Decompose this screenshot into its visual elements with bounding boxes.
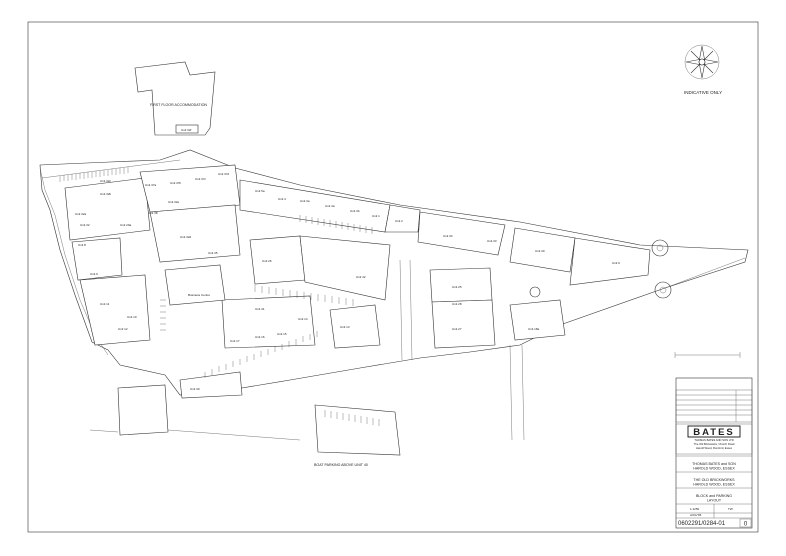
parking-strip-north xyxy=(41,159,181,179)
unit-label: Unit 38 xyxy=(148,211,158,215)
unit-label: Unit 11 xyxy=(100,302,110,306)
roundabouts xyxy=(529,239,746,299)
unit-label: Unit 28 xyxy=(452,302,462,306)
unit-label: Unit 37b xyxy=(170,181,182,185)
unit-label: Unit 37a xyxy=(145,183,157,187)
unit-label: Unit 18a xyxy=(528,327,540,331)
unit-label: Unit 34 xyxy=(443,234,453,238)
unit-label: Unit 6 xyxy=(90,272,98,276)
unit-label: Unit 14 xyxy=(298,317,308,321)
unit-label: Unit 1 xyxy=(372,214,380,218)
unit-label: Unit 10 xyxy=(127,315,137,319)
access-roads xyxy=(89,259,525,441)
unit-label: Unit 13 xyxy=(340,325,350,329)
parking-bays xyxy=(59,167,380,426)
unit-label: Unit 5a xyxy=(255,189,265,193)
unit-label: Unit 26 xyxy=(262,259,272,263)
company-logo-box xyxy=(675,423,753,455)
buildings xyxy=(64,164,651,436)
unit-label: Unit 37d xyxy=(218,172,230,176)
indicative-only-note: INDICATIVE ONLY xyxy=(684,90,722,95)
unit-label: Unit 37c xyxy=(195,177,207,181)
unit-label: Unit 3b xyxy=(350,209,360,213)
title-block: BATES THOMAS BATES AND SON LTD The Old B… xyxy=(675,377,753,529)
unit-label: Unit 32d xyxy=(180,235,192,239)
unit-label: Unit 4a xyxy=(325,204,335,208)
sheet-border xyxy=(27,21,759,533)
unit-label: Unit 33 xyxy=(487,239,497,243)
unit-label: Unit 15 xyxy=(277,332,287,336)
unit-label: Unit 3a xyxy=(300,199,310,203)
unit-label: Unit 30 xyxy=(535,249,545,253)
company-line: THOMAS BATES AND SON LTD xyxy=(694,438,733,442)
drawing-date: AUG/'06 xyxy=(690,513,702,517)
unit-labels: Unit 37a Unit 37b Unit 37c Unit 37d Unit… xyxy=(75,172,620,391)
unit-label: Unit 17 xyxy=(230,339,240,343)
revision-number: 0 xyxy=(744,522,748,528)
company-line: Harold Wood, Romford, Essex xyxy=(696,446,733,450)
first-floor-accommodation: FIRST FLOOR ACCOMMODATION Unit 32f xyxy=(134,61,216,136)
unit-label: Unit 8 xyxy=(78,243,86,247)
unit-label: Unit 39 xyxy=(190,387,200,391)
unit-label: Unit 42 xyxy=(356,275,366,279)
unit-32f-label: Unit 32f xyxy=(181,128,192,132)
company-logo: BATES xyxy=(693,427,735,438)
site-boundary xyxy=(39,149,749,396)
revision-table xyxy=(675,389,753,423)
drawing-number: 0602291/0284-01 xyxy=(678,521,726,527)
unit-label: Unit 32c xyxy=(100,179,112,183)
unit-label: Unit 32e xyxy=(168,200,180,204)
boat-parking-label: BOAT PARKING ABOVE UNIT 40 xyxy=(314,463,368,467)
unit-label: Unit 12 xyxy=(118,327,128,331)
unit-label: Unit 4 xyxy=(278,197,286,201)
first-floor-label: FIRST FLOOR ACCOMMODATION xyxy=(150,103,207,107)
unit-label: Unit 16 xyxy=(255,335,265,339)
drawn-by: TW xyxy=(728,507,733,511)
north-arrow-icon xyxy=(684,44,720,80)
unit-label: Unit 2 xyxy=(395,219,403,223)
company-line: The Old Brickworks, Church Road xyxy=(694,442,735,446)
scale-value: 1:1250 xyxy=(690,507,700,511)
unit-label: Unit 32b xyxy=(100,192,112,196)
unit-label: Unit 25 xyxy=(452,285,462,289)
unit-label: Unit 35 xyxy=(208,251,218,255)
unit-label: Unit 27 xyxy=(452,327,462,331)
unit-label: Unit 32 xyxy=(80,223,90,227)
unit-label: Unit 9 xyxy=(612,261,620,265)
unit-label: Unit 20a xyxy=(120,223,132,227)
scale-bar xyxy=(674,352,741,358)
boat-parking-area xyxy=(314,404,401,456)
business-centre-label: Business Centre xyxy=(188,293,210,297)
unit-label: Unit 32a xyxy=(75,212,87,216)
unit-label: Unit 41 xyxy=(255,307,265,311)
